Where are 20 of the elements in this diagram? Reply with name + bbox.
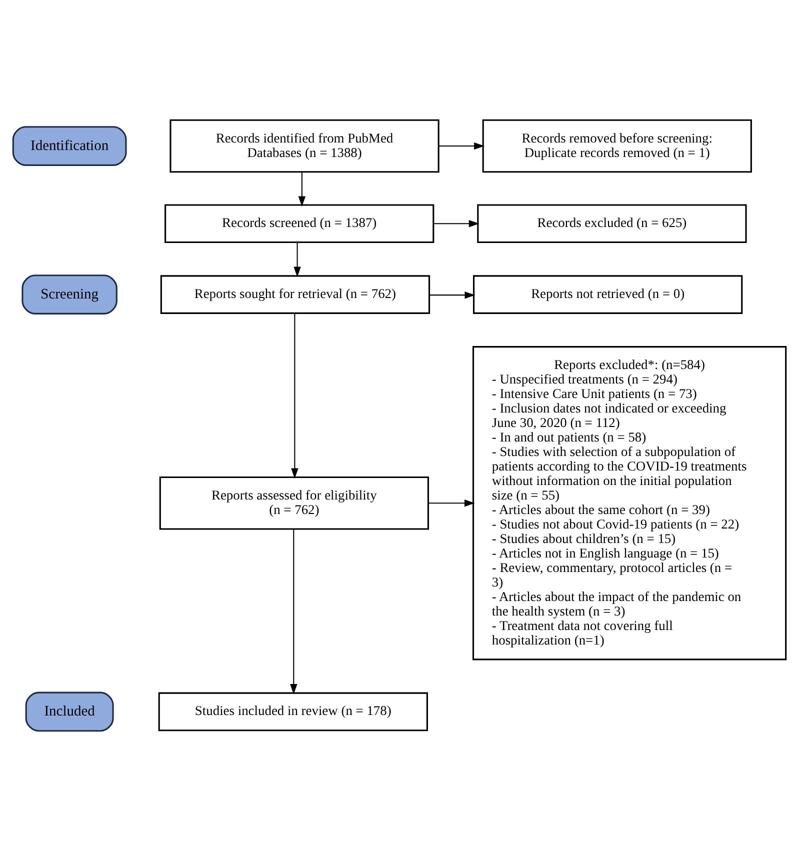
arrow xyxy=(429,290,475,298)
node-box: Screening xyxy=(21,274,117,314)
node-box: Studies included in review (n = 178) xyxy=(158,692,428,731)
arrow xyxy=(438,142,484,150)
node-box: Reports excluded*: (n=584) - Unspecified treatments (n = 294) - Intensive Care Unit patients (n = 73) - Inclusion dates not indicated or exceeding June 30, 2020 (n = 112) - In and out patients (n = 58) - Studies with selection of a subpopulation of patients according to the COVID-19 treatments without information on the initial population size (n = 55) - Articles about the same cohort (n = 39) - Studies not about Covid-19 patients (n = 22) - Studies about children’s (n = 15) - Articles not in English language (n = 15) - Review, commentary, protocol articles (n = 3) - Articles about the impact of the pandemic on the health system (n = 3) - Treatment data not covering full hospitalization (n=1) xyxy=(472,346,786,660)
node-box: Records screened (n = 1387) xyxy=(164,204,434,243)
node-box: Reports not retrieved (n = 0) xyxy=(472,274,742,314)
node-box: Records removed before screening: Duplicate records removed (n = 1) xyxy=(482,118,752,172)
node-box: Records identified from PubMed Databases (n = 1388) xyxy=(169,118,439,172)
node-box: Records excluded (n = 625) xyxy=(476,204,746,243)
arrow xyxy=(290,528,297,694)
arrow xyxy=(298,172,306,206)
node-box: Identification xyxy=(12,126,126,166)
node-box: Reports assessed for eligibility (n = 762) xyxy=(158,476,428,530)
arrow xyxy=(290,312,298,478)
arrow xyxy=(428,499,474,506)
arrow xyxy=(293,242,300,277)
node-box: Included xyxy=(24,691,114,732)
node-box: Reports sought for retrieval (n = 762) xyxy=(160,274,430,314)
arrow xyxy=(433,220,479,227)
